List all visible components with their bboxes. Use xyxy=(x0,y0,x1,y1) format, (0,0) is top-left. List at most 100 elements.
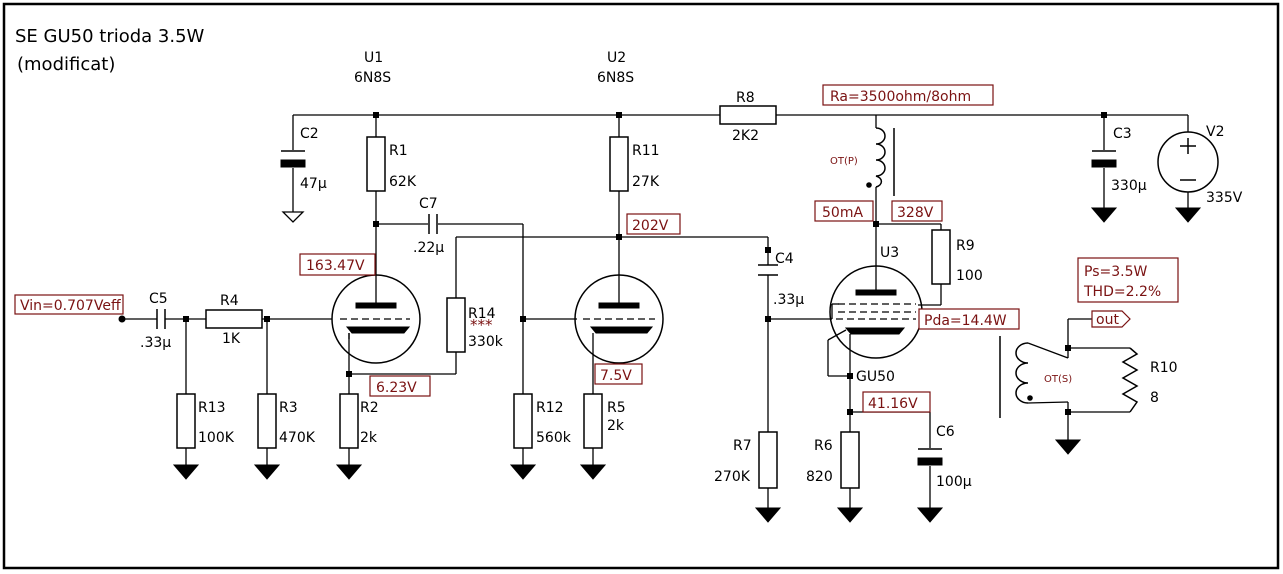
power-source-v2[interactable]: V2 335V xyxy=(1157,124,1243,206)
capacitor-c2[interactable]: C2 47µ xyxy=(280,126,327,192)
resistor-r14[interactable]: R14 *** 330k xyxy=(446,297,504,353)
resistor-r6[interactable]: R6 820 xyxy=(806,431,860,489)
r6-ref: R6 xyxy=(814,438,833,454)
r6-value: 820 xyxy=(806,469,833,485)
c3-ref: C3 xyxy=(1113,126,1132,142)
annotation-vin: Vin=0.707Veff xyxy=(14,294,124,315)
ground-c2 xyxy=(281,211,305,223)
r8-value: 2K2 xyxy=(732,128,759,144)
c7-value: .22µ xyxy=(413,240,444,256)
c2-value: 47µ xyxy=(300,176,327,192)
ground-r2 xyxy=(335,464,363,480)
resistor-r9[interactable]: R9 100 xyxy=(931,229,983,285)
annotation-anode-current: 50mA xyxy=(814,200,874,222)
tube-u1[interactable]: U1 6N8S xyxy=(331,50,421,364)
r13-ref: R13 xyxy=(198,400,226,416)
anode-current: 50mA xyxy=(822,205,863,221)
vin-label: Vin=0.707Veff xyxy=(20,298,121,314)
tube-u3[interactable]: U3 GU50 xyxy=(827,245,923,385)
ground-c6 xyxy=(916,507,944,523)
u2-cathode-voltage: 7.5V xyxy=(600,368,632,384)
r8-ref: R8 xyxy=(736,90,755,106)
u2-type: 6N8S xyxy=(597,70,634,86)
r13-value: 100K xyxy=(198,430,235,446)
r10-value: 8 xyxy=(1150,390,1159,406)
u2-ref: U2 xyxy=(607,50,626,66)
resistor-r1[interactable]: R1 62K xyxy=(366,136,417,192)
r12-value: 560k xyxy=(536,430,572,446)
output-power: Ps=3.5W xyxy=(1084,264,1147,280)
output-port-label: out xyxy=(1096,312,1119,328)
title-line-2: (modificat) xyxy=(17,54,115,75)
r10-ref: R10 xyxy=(1150,360,1178,376)
c2-ref: C2 xyxy=(300,126,319,142)
annotation-u1-anode-voltage: 163.47V xyxy=(299,253,376,276)
capacitor-c5[interactable]: C5 .33µ xyxy=(140,291,171,351)
r12-ref: R12 xyxy=(536,400,564,416)
output-port[interactable]: out xyxy=(1091,310,1131,328)
v2-ref: V2 xyxy=(1206,124,1224,140)
ground-r7 xyxy=(754,507,782,523)
annotation-u2-anode-voltage: 202V xyxy=(626,213,681,235)
u1-anode-voltage: 163.47V xyxy=(306,258,365,274)
resistor-r8[interactable]: R8 2K2 xyxy=(719,90,777,144)
r11-value: 27K xyxy=(632,174,660,190)
resistor-r5[interactable]: R5 2k xyxy=(583,393,626,449)
resistor-r12[interactable]: R12 560k xyxy=(513,393,572,449)
resistor-r10[interactable]: R10 8 xyxy=(1121,347,1178,413)
output-transformer-primary[interactable]: OT(P) xyxy=(830,127,895,196)
anode-dissipation: Pda=14.4W xyxy=(924,313,1007,329)
r1-value: 62K xyxy=(389,174,417,190)
r14-ref: R14 xyxy=(468,306,496,322)
annotation-u3-cathode-voltage: 41.16V xyxy=(862,391,931,413)
resistor-r7[interactable]: R7 270K xyxy=(714,431,778,489)
capacitor-c6[interactable]: C6 100µ xyxy=(917,424,972,490)
r14-value: 330k xyxy=(468,334,504,350)
capacitor-c3[interactable]: C3 330µ xyxy=(1091,126,1147,194)
u3-anode-voltage: 328V xyxy=(897,205,934,221)
u3-type: GU50 xyxy=(856,369,895,385)
r3-value: 470K xyxy=(279,430,316,446)
r14-mark: *** xyxy=(470,316,493,334)
output-transformer-secondary[interactable]: OT(S) xyxy=(999,336,1072,418)
u1-cathode-voltage: 6.23V xyxy=(376,380,417,396)
annotation-u2-cathode-voltage: 7.5V xyxy=(594,363,643,385)
v2-value: 335V xyxy=(1206,190,1243,206)
ground-r5 xyxy=(579,464,607,480)
r7-value: 270K xyxy=(714,469,751,485)
c4-value: .33µ xyxy=(773,292,804,308)
resistor-r2[interactable]: R2 2k xyxy=(339,393,379,449)
tube-u2[interactable]: U2 6N8S xyxy=(574,50,664,364)
ground-r6 xyxy=(836,507,864,523)
u2-anode-voltage: 202V xyxy=(632,218,669,234)
capacitor-c4[interactable]: C4 .33µ xyxy=(758,251,804,308)
annotation-u3-anode-voltage: 328V xyxy=(891,200,943,222)
u1-ref: U1 xyxy=(364,50,383,66)
ground-symbols xyxy=(172,207,1202,523)
ot-secondary-label: OT(S) xyxy=(1044,374,1072,385)
annotation-output-summary: Ps=3.5W THD=2.2% xyxy=(1077,257,1179,303)
r2-ref: R2 xyxy=(360,400,379,416)
r7-ref: R7 xyxy=(733,438,752,454)
r3-ref: R3 xyxy=(279,400,298,416)
title-line-1: SE GU50 trioda 3.5W xyxy=(15,26,205,47)
ground-r12 xyxy=(509,464,537,480)
u3-cathode-voltage: 41.16V xyxy=(868,396,918,412)
u1-type: 6N8S xyxy=(354,70,391,86)
resistor-r11[interactable]: R11 27K xyxy=(609,136,660,192)
r11-ref: R11 xyxy=(632,143,660,159)
r5-ref: R5 xyxy=(607,400,626,416)
c4-ref: C4 xyxy=(775,251,794,267)
resistor-r4[interactable]: R4 1K xyxy=(205,293,263,347)
c5-value: .33µ xyxy=(140,335,171,351)
capacitor-c7[interactable]: C7 .22µ xyxy=(413,196,444,256)
r4-value: 1K xyxy=(222,331,241,347)
ra-label: Ra=3500ohm/8ohm xyxy=(830,89,971,105)
resistor-r13[interactable]: R13 100K xyxy=(176,393,235,449)
u3-ref: U3 xyxy=(880,245,899,261)
r4-ref: R4 xyxy=(220,293,239,309)
c3-value: 330µ xyxy=(1111,178,1147,194)
resistor-r3[interactable]: R3 470K xyxy=(257,393,316,449)
